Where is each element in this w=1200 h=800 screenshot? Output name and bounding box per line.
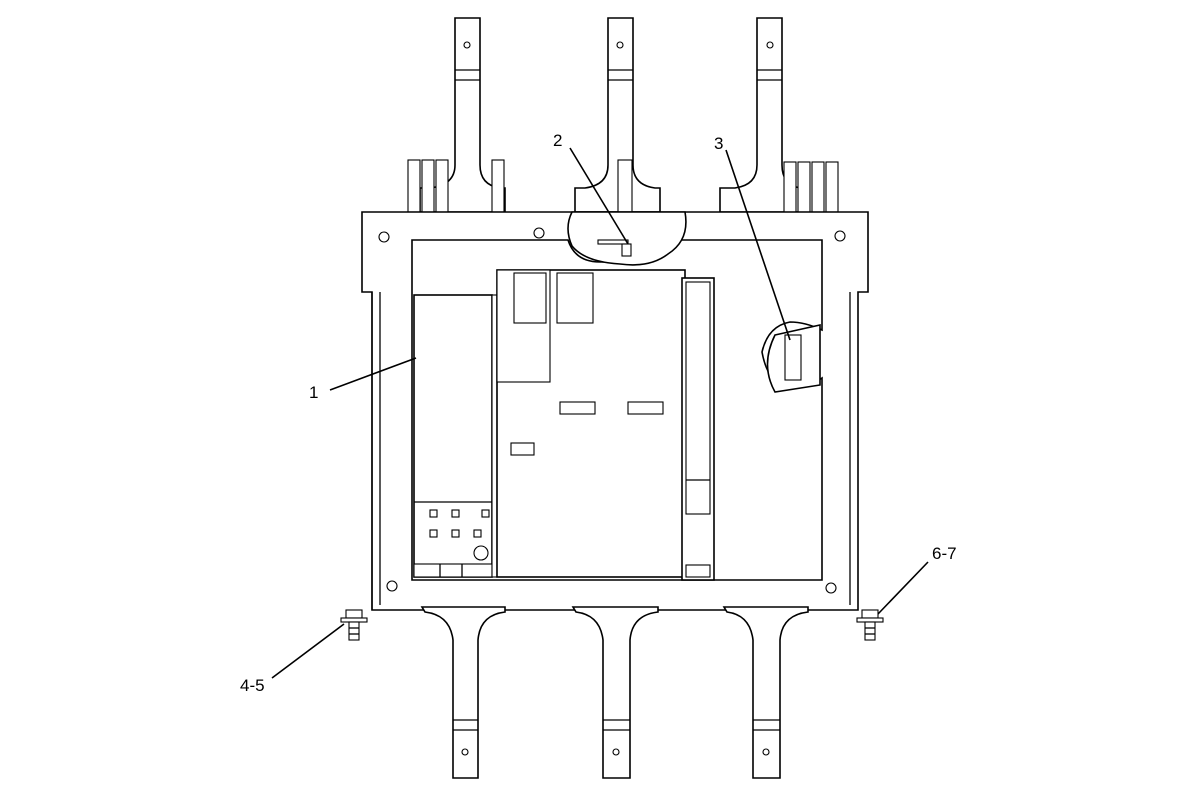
bolt-right [856, 609, 884, 641]
bottom-bus-bar-3 [722, 606, 809, 779]
terminal-block-left [407, 159, 505, 213]
bottom-bus-bar-1 [420, 606, 506, 779]
leader-3 [725, 149, 791, 341]
callout-2: 2 [553, 131, 562, 150]
leader-45 [271, 623, 345, 679]
left-module [413, 294, 498, 578]
cutaway-right [766, 324, 821, 393]
bottom-bus-bar-2 [571, 606, 659, 779]
leader-67 [877, 561, 929, 615]
cutaway-top [567, 211, 687, 266]
leader-1 [329, 357, 417, 391]
callout-4-5: 4-5 [240, 676, 265, 695]
right-tall-module [681, 277, 715, 581]
leader-2 [569, 147, 629, 245]
callout-6-7: 6-7 [932, 544, 957, 563]
terminal-block-right [783, 161, 839, 213]
center-module [496, 269, 686, 578]
bolt-left [340, 609, 368, 641]
callout-1: 1 [309, 383, 318, 402]
callout-3: 3 [714, 134, 723, 153]
terminal-block-middle [617, 159, 633, 213]
